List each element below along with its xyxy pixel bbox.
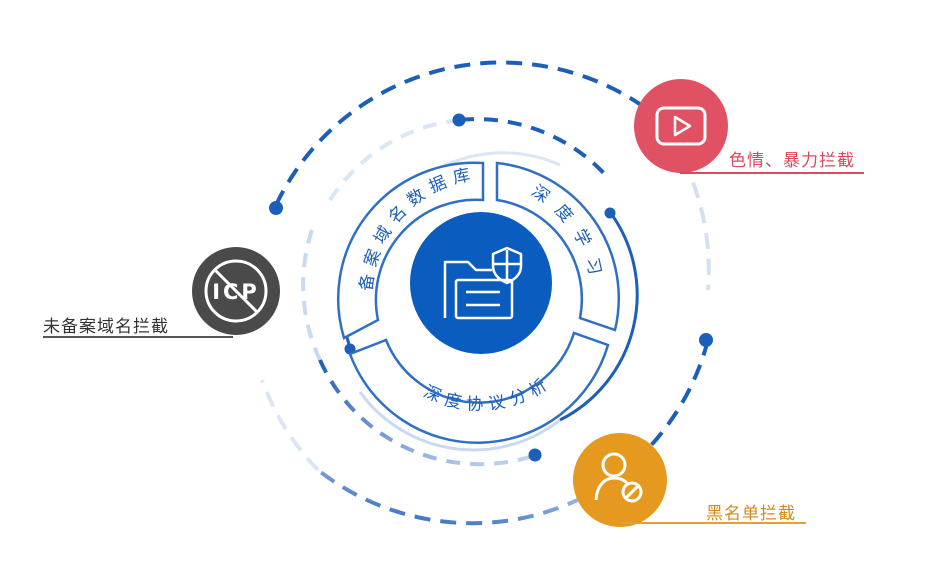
- icp-label-underline: [43, 336, 233, 338]
- folder-shield-icon: [443, 246, 523, 320]
- icp-prohibited-icon: ICP: [204, 259, 268, 323]
- segment-ring: [336, 161, 620, 444]
- icp-label: 未备案域名拦截: [43, 317, 169, 337]
- middle-orbit: [301, 113, 612, 467]
- blacklist-label: 黑名单拦截: [706, 504, 796, 524]
- center-node: [410, 212, 552, 354]
- video-label-underline: [680, 172, 864, 174]
- video-play-icon: [655, 106, 707, 146]
- video-node: [634, 79, 728, 173]
- video-label: 色情、暴力拦截: [729, 151, 855, 171]
- user-blocked-icon: [594, 452, 643, 503]
- icp-node: ICP: [192, 247, 280, 335]
- blacklist-label-underline: [622, 522, 806, 524]
- blacklist-node: [573, 433, 667, 527]
- svg-text:ICP: ICP: [212, 280, 260, 304]
